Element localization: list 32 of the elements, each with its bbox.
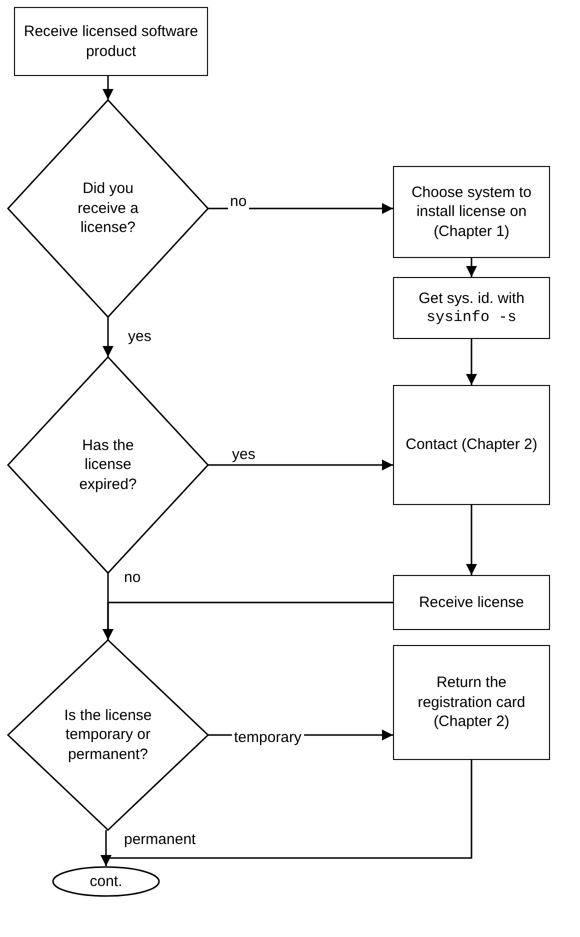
arrow	[100, 760, 472, 866]
arrow	[208, 203, 393, 214]
node-text: Return the registration card (Chapter 2)	[416, 673, 526, 732]
decision-diamond	[8, 357, 208, 573]
node-text: Contact (Chapter 2)	[406, 435, 538, 455]
node-text: Is the license temporary or permanent?	[63, 706, 153, 764]
terminal-oval	[52, 866, 160, 897]
decision-diamond	[8, 100, 208, 317]
process-box	[393, 166, 550, 258]
node-text: Choose system to install license on (Chapter 1)	[410, 182, 533, 242]
arrow	[466, 258, 477, 277]
process-box	[14, 7, 208, 76]
arrow	[102, 602, 393, 640]
arrow	[102, 317, 114, 357]
process-box	[393, 575, 550, 630]
node-text: Has the license expired?	[78, 436, 138, 494]
node-text: cont.	[90, 872, 122, 892]
edge-label: permanent	[122, 831, 198, 849]
arrow	[466, 505, 477, 575]
arrow	[466, 339, 477, 385]
process-box	[393, 385, 550, 505]
node-text: Receive licensed software product	[22, 22, 200, 61]
process-box	[393, 645, 550, 760]
command-text: sysinfo -s	[426, 308, 516, 328]
arrow	[208, 460, 393, 470]
process-box	[393, 277, 550, 339]
edge-label: temporary	[232, 729, 304, 747]
node-text: Get sys. id. with	[418, 288, 524, 308]
arrow	[102, 76, 114, 100]
node-text: Did you receive a license?	[76, 179, 140, 238]
node-text: Receive license	[418, 592, 524, 612]
decision-diamond	[8, 640, 208, 830]
